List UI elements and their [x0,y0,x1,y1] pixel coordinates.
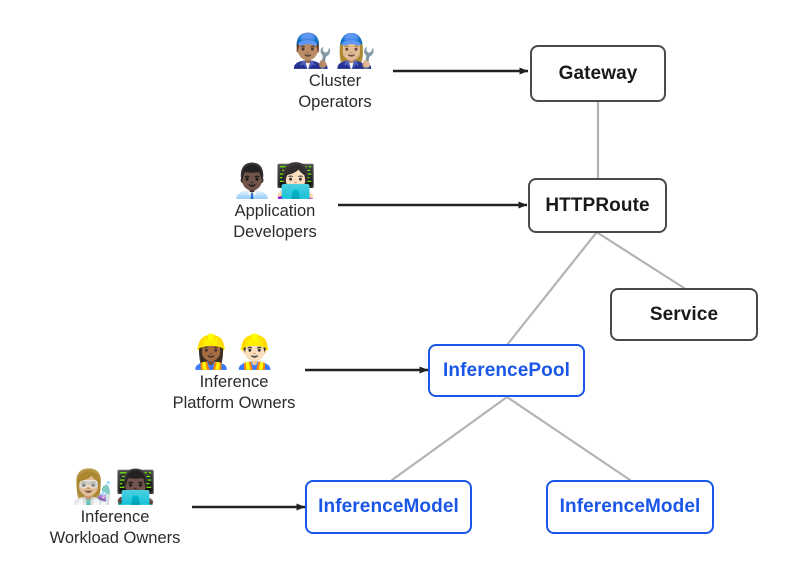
node-gateway-label: Gateway [558,62,638,84]
node-inferencepool-label: InferencePool [443,359,570,381]
actor-cluster-operators: 👨🏽‍🔧👩🏼‍🔧 Cluster Operators [265,32,405,113]
cluster-operators-emoji: 👨🏽‍🔧👩🏼‍🔧 [291,32,379,69]
node-inferencemodel-left[interactable]: InferenceModel [305,480,472,534]
inference-platform-owners-emoji: 👷🏾‍♀️👷🏻‍♂️ [190,333,278,370]
node-inferencemodel-right[interactable]: InferenceModel [546,480,714,534]
inference-workload-owners-emoji: 👩🏼‍🔬👨🏿‍💻 [71,468,159,505]
actor-inference-workload-owners: 👩🏼‍🔬👨🏿‍💻 Inference Workload Owners [40,468,190,549]
edge-inferencepool-model-right [505,395,632,482]
node-inferencemodel-left-label: InferenceModel [318,496,459,517]
node-gateway[interactable]: Gateway [530,45,666,102]
inference-platform-owners-label: Inference Platform Owners [172,373,296,412]
node-service-label: Service [649,303,719,325]
application-developers-emoji: 👨🏿‍💼👩🏻‍💻 [231,162,319,199]
application-developers-label: Application Developers [233,202,317,241]
inference-workload-owners-label: Inference Workload Owners [49,508,181,547]
actor-inference-platform-owners: 👷🏾‍♀️👷🏻‍♂️ Inference Platform Owners [160,333,308,414]
node-service[interactable]: Service [610,288,758,341]
node-inferencemodel-right-label: InferenceModel [559,496,701,517]
edge-inferencepool-model-left [390,395,509,482]
actor-application-developers: 👨🏿‍💼👩🏻‍💻 Application Developers [205,162,345,243]
edge-httproute-service [596,231,686,290]
node-httproute-label: HTTPRoute [545,194,650,216]
cluster-operators-label: Cluster Operators [298,72,372,111]
node-inferencepool[interactable]: InferencePool [428,344,585,397]
edge-httproute-inferencepool [505,231,598,347]
node-httproute[interactable]: HTTPRoute [528,178,667,233]
